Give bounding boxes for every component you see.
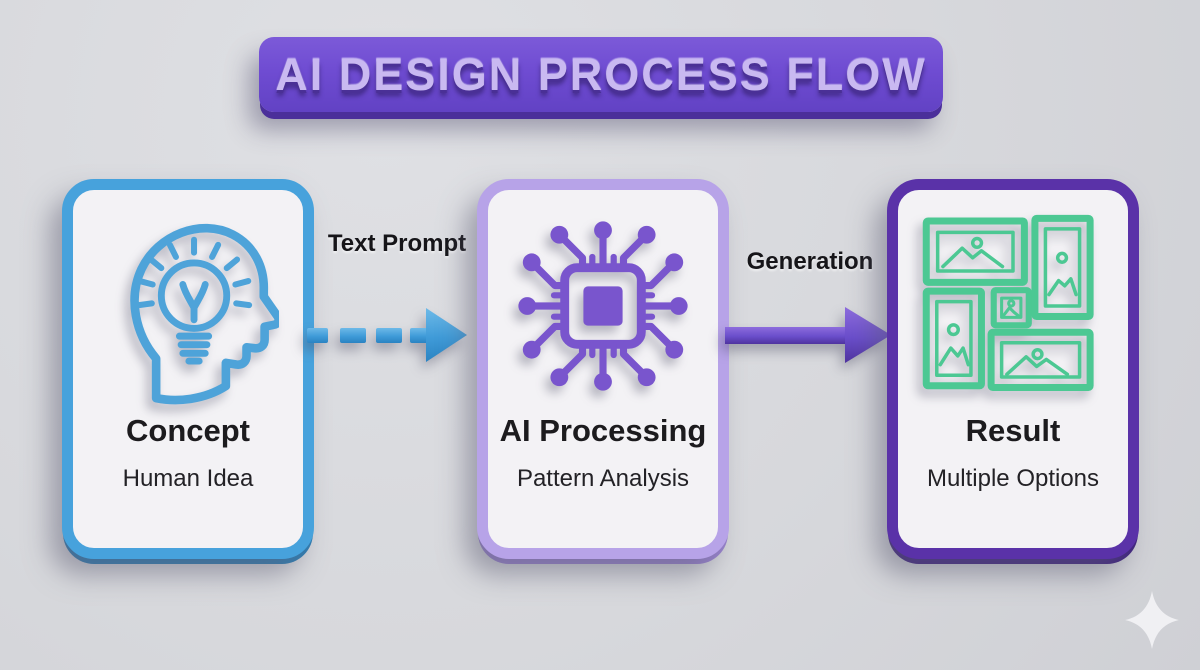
card-title: AI Processing (499, 413, 707, 448)
card-ai-processing: AI Processing Pattern Analysis (477, 179, 729, 559)
dashed-arrow-icon (307, 308, 467, 362)
image-grid-icon (921, 206, 1105, 406)
sparkle-icon (1125, 591, 1179, 649)
card-title: Concept (126, 413, 250, 448)
card-subtitle: Multiple Options (926, 465, 1100, 493)
card-concept: Concept Human Idea (62, 179, 314, 559)
head-lightbulb-icon (97, 206, 279, 406)
card-subtitle: Human Idea (122, 465, 254, 493)
title-banner: AI DESIGN PROCESS FLOW (259, 37, 943, 112)
card-title: Result (965, 413, 1061, 448)
circuit-chip-icon (505, 206, 701, 406)
card-subtitle: Pattern Analysis (516, 465, 690, 493)
text-prompt-label: Text Prompt (327, 230, 467, 257)
generation-label: Generation (746, 248, 874, 275)
page-title: AI DESIGN PROCESS FLOW (275, 48, 927, 100)
solid-arrow-icon (725, 307, 891, 363)
card-result: Result Multiple Options (887, 179, 1139, 559)
